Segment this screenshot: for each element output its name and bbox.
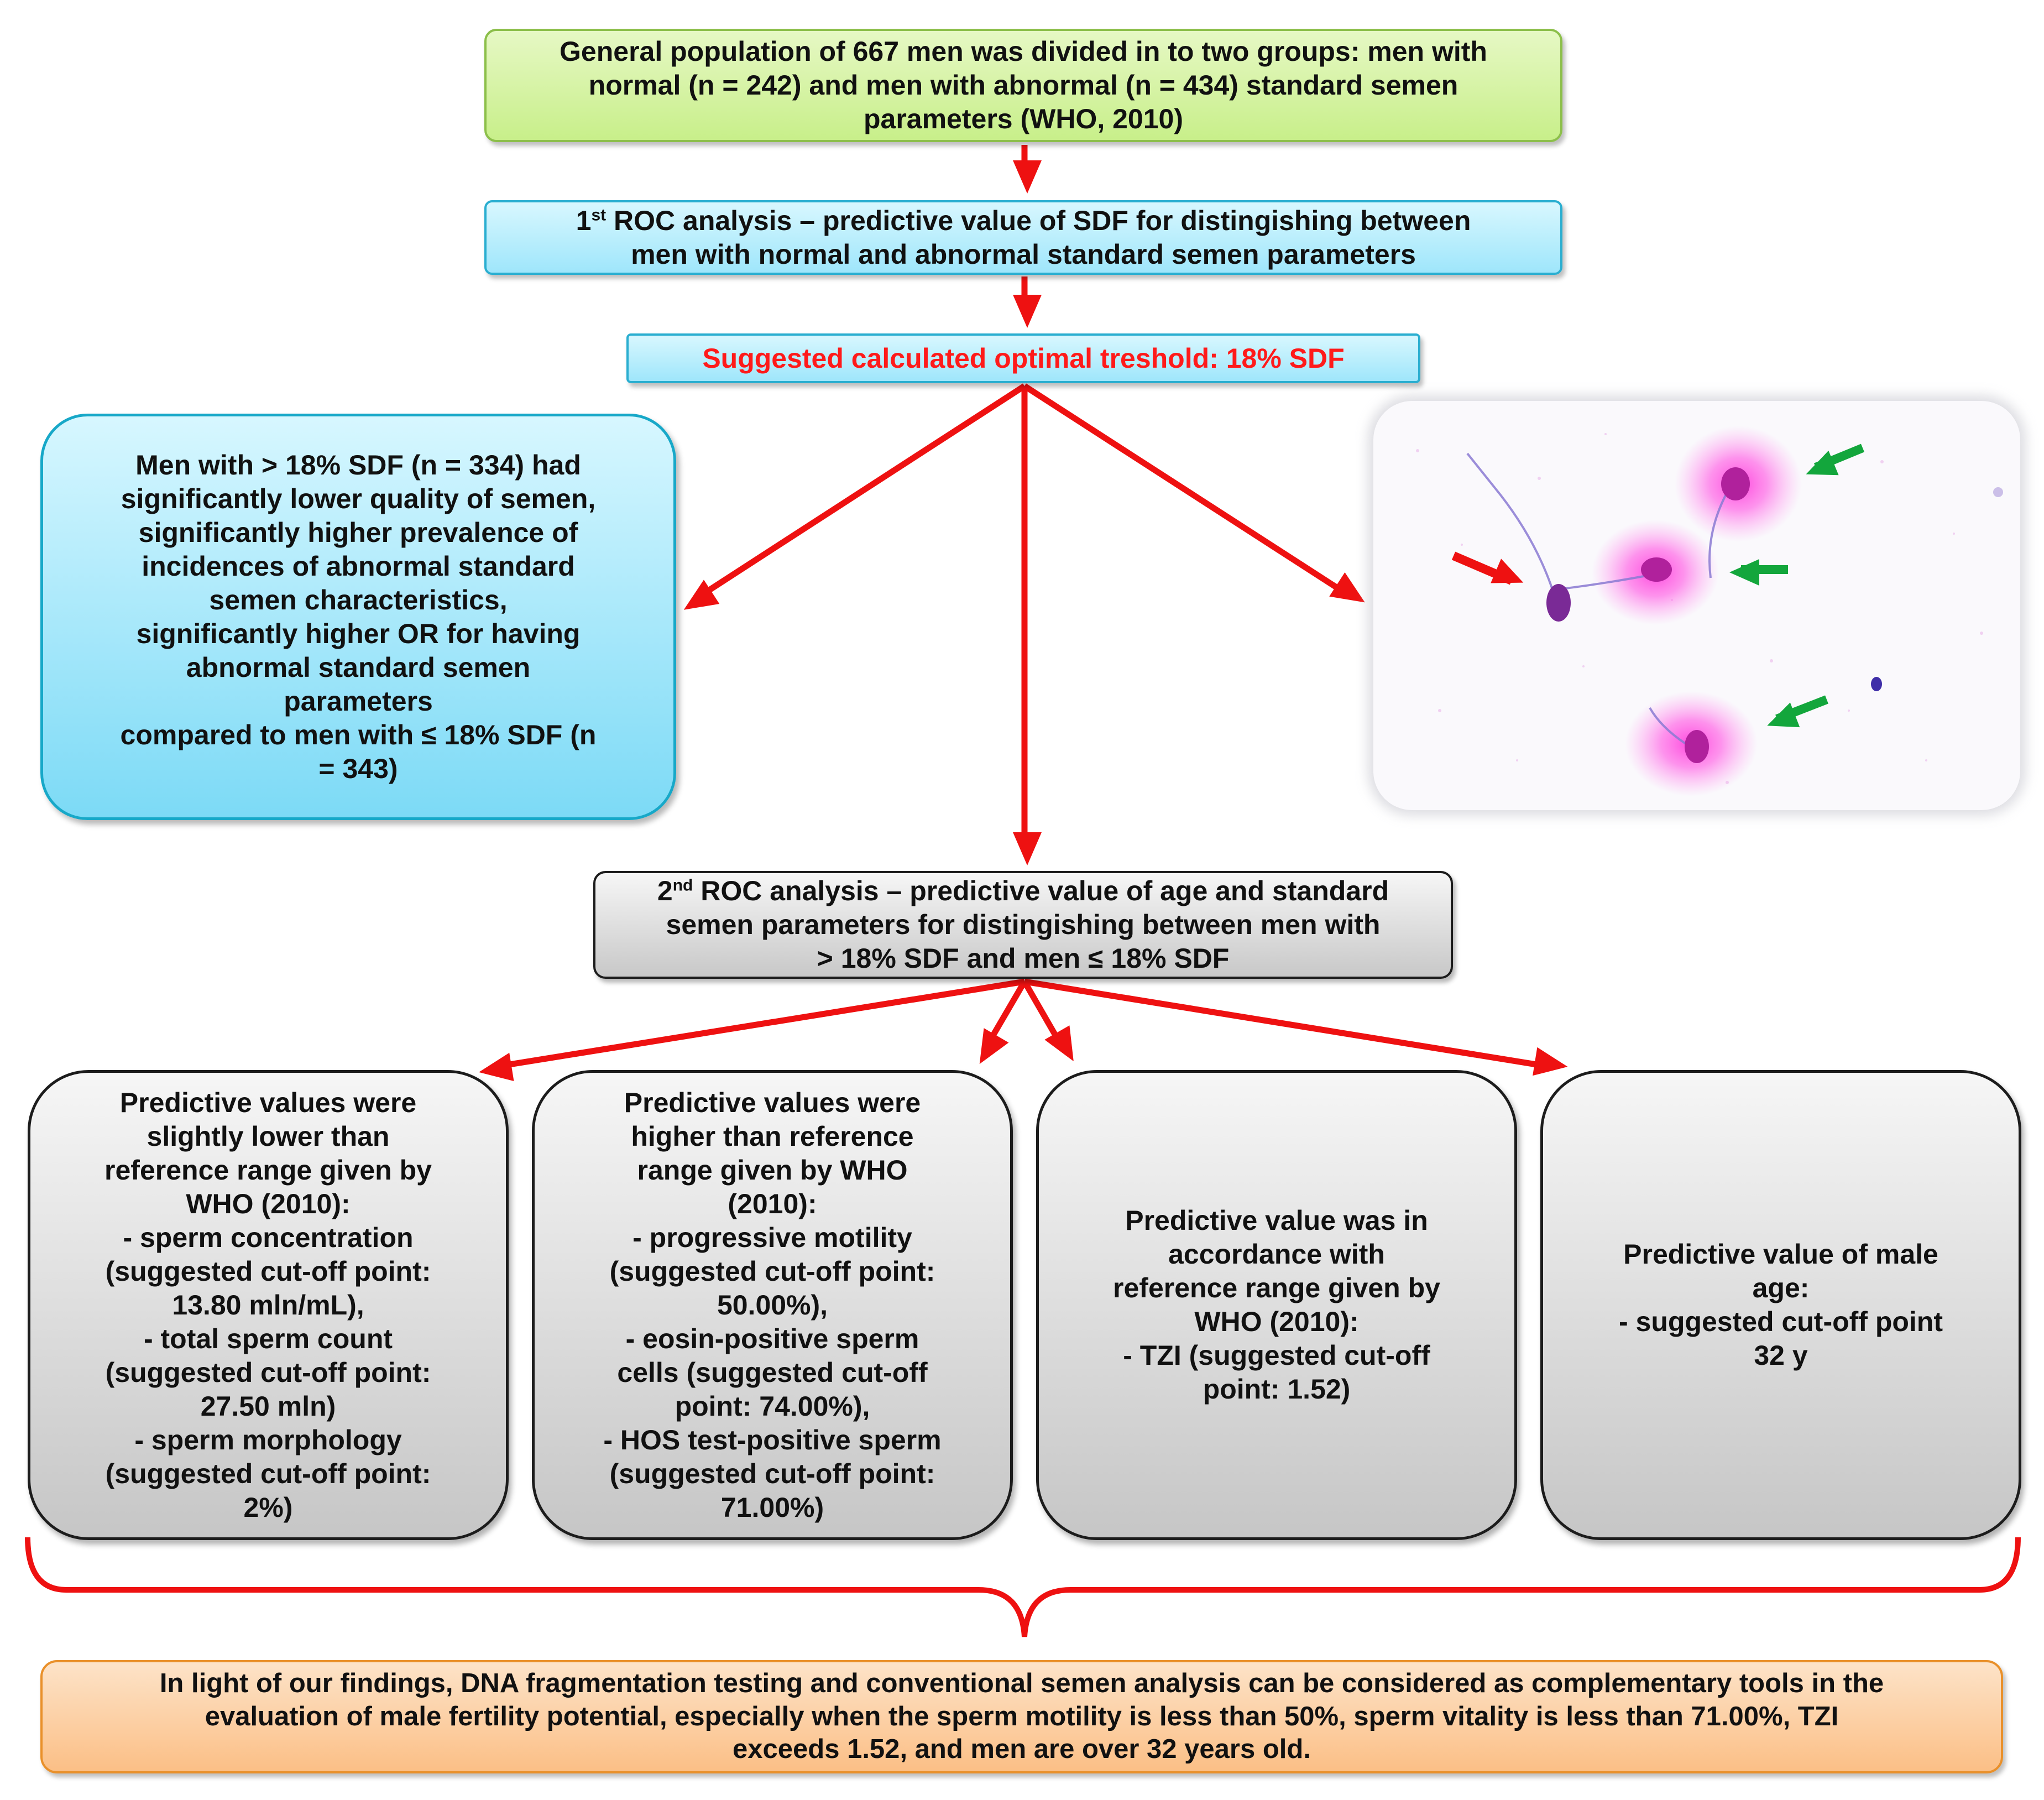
green-indicator-arrow-icon <box>1806 444 1865 476</box>
arrow-threshold-to-micrograph <box>1023 383 1365 603</box>
high-sdf-line: significantly higher prevalence of <box>138 516 578 548</box>
result-accordance-line: - TZI (suggested cut-off <box>1123 1340 1430 1371</box>
result-age-line: 32 y <box>1754 1340 1808 1371</box>
result-accordance-line: WHO (2010): <box>1194 1306 1359 1337</box>
high-sdf-line: compared to men with ≤ 18% SDF (n <box>120 719 597 750</box>
population-line: General population of 667 men was divide… <box>560 36 1487 67</box>
result-accordance-line: reference range given by <box>1113 1272 1440 1303</box>
arrow-roc2-to-result-age <box>1024 978 1568 1076</box>
roc2-box: 2nd ROC analysis – predictive value of a… <box>593 871 1453 979</box>
result-higher-line: - HOS test-positive sperm <box>603 1424 942 1455</box>
roc2-ordinal: 2 <box>657 875 673 906</box>
roc2-line1-text: ROC analysis – predictive value of age a… <box>693 875 1389 906</box>
result-lower-line: slightly lower than <box>147 1120 390 1152</box>
result-age-box: Predictive value of male age: - suggeste… <box>1540 1070 2021 1540</box>
roc1-ordinal: 1 <box>576 205 592 236</box>
high-sdf-line: significantly lower quality of semen, <box>121 483 596 514</box>
high-sdf-line: = 343) <box>318 753 398 784</box>
result-higher-line: higher than reference <box>631 1120 914 1152</box>
population-box: General population of 667 men was divide… <box>484 29 1562 142</box>
result-higher-line: range given by WHO <box>637 1154 908 1186</box>
result-lower-line: 27.50 mln) <box>200 1390 336 1422</box>
threshold-box: Suggested calculated optimal treshold: 1… <box>626 333 1420 383</box>
brace-icon <box>25 1537 2021 1637</box>
result-accordance-box: Predictive value was in accordance with … <box>1036 1070 1517 1540</box>
population-line: normal (n = 242) and men with abnormal (… <box>588 70 1458 101</box>
result-higher-line: (2010): <box>728 1188 817 1219</box>
result-lower-box: Predictive values were slightly lower th… <box>28 1070 509 1540</box>
result-lower-line: Predictive values were <box>119 1087 417 1118</box>
result-age-line: - suggested cut-off point <box>1618 1306 1943 1337</box>
high-sdf-box: Men with > 18% SDF (n = 334) had signifi… <box>40 414 676 820</box>
result-higher-line: (suggested cut-off point: <box>609 1458 935 1489</box>
arrow-roc2-to-result-accordance <box>1022 980 1074 1062</box>
result-accordance-line: point: 1.52) <box>1203 1374 1351 1405</box>
high-sdf-line: significantly higher OR for having <box>136 618 581 649</box>
result-age-line: age: <box>1752 1272 1810 1303</box>
conclusion-line: evaluation of male fertility potential, … <box>205 1701 1839 1731</box>
high-sdf-line: incidences of abnormal standard <box>142 550 575 582</box>
conclusion-line: In light of our findings, DNA fragmentat… <box>159 1668 1884 1698</box>
result-higher-line: - eosin-positive sperm <box>625 1323 919 1354</box>
conclusion-line: exceeds 1.52, and men are over 32 years … <box>733 1734 1311 1765</box>
result-lower-line: 2%) <box>243 1491 293 1523</box>
result-lower-line: 13.80 mln/mL), <box>172 1289 364 1321</box>
high-sdf-line: Men with > 18% SDF (n = 334) had <box>135 449 581 481</box>
threshold-text: Suggested calculated optimal treshold: 1… <box>702 342 1345 374</box>
roc2-ordinal-suffix: nd <box>672 876 693 895</box>
sperm-head <box>1685 730 1709 763</box>
result-higher-line: point: 74.00%), <box>675 1390 870 1422</box>
result-higher-line: cells (suggested cut-off <box>617 1356 928 1388</box>
population-line: parameters (WHO, 2010) <box>863 103 1183 134</box>
sperm-micrograph <box>1373 401 2020 810</box>
result-lower-line: - sperm morphology <box>134 1424 402 1455</box>
sperm-micrograph-illustration <box>1416 426 2003 796</box>
result-higher-line: 71.00%) <box>720 1491 824 1523</box>
red-indicator-arrow-icon <box>1451 551 1524 585</box>
result-higher-box: Predictive values were higher than refer… <box>532 1070 1013 1540</box>
result-lower-line: - total sperm count <box>143 1323 393 1354</box>
sperm-head <box>1721 467 1750 500</box>
conclusion-box: In light of our findings, DNA fragmentat… <box>40 1660 2003 1773</box>
sperm-head <box>1546 584 1571 622</box>
roc2-line: > 18% SDF and men ≤ 18% SDF <box>817 943 1230 974</box>
arrow-roc2-to-result-higher <box>979 980 1027 1065</box>
result-higher-line: Predictive values were <box>624 1087 921 1118</box>
roc2-line: 2nd ROC analysis – predictive value of a… <box>657 874 1389 908</box>
high-sdf-line: semen characteristics, <box>209 584 508 615</box>
result-higher-line: (suggested cut-off point: <box>609 1255 935 1287</box>
result-higher-line: 50.00%), <box>717 1289 828 1321</box>
high-sdf-line: parameters <box>284 685 433 717</box>
result-lower-line: WHO (2010): <box>186 1188 351 1219</box>
result-higher-line: - progressive motility <box>632 1222 912 1253</box>
roc2-line: semen parameters for distingishing betwe… <box>666 909 1381 940</box>
result-lower-line: - sperm concentration <box>123 1222 414 1253</box>
result-lower-line: reference range given by <box>104 1154 432 1186</box>
arrow-roc2-to-result-lower <box>479 978 1025 1082</box>
roc1-box: 1st ROC analysis – predictive value of S… <box>484 200 1562 275</box>
arrow-threshold-to-high-sdf <box>683 383 1026 610</box>
result-lower-line: (suggested cut-off point: <box>105 1458 431 1489</box>
roc1-line: men with normal and abnormal standard se… <box>631 238 1416 270</box>
result-age-line: Predictive value of male <box>1623 1239 1938 1270</box>
result-lower-line: (suggested cut-off point: <box>105 1356 431 1388</box>
roc1-line1-text: ROC analysis – predictive value of SDF f… <box>606 205 1471 236</box>
high-sdf-line: abnormal standard semen <box>186 651 531 683</box>
roc1-line: 1st ROC analysis – predictive value of S… <box>576 204 1471 238</box>
sperm-head <box>1641 557 1672 582</box>
roc1-ordinal-suffix: st <box>591 205 607 224</box>
result-lower-line: (suggested cut-off point: <box>105 1255 431 1287</box>
result-accordance-line: Predictive value was in <box>1125 1205 1428 1236</box>
result-accordance-line: accordance with <box>1168 1239 1385 1270</box>
green-indicator-arrow-icon <box>1767 695 1828 728</box>
